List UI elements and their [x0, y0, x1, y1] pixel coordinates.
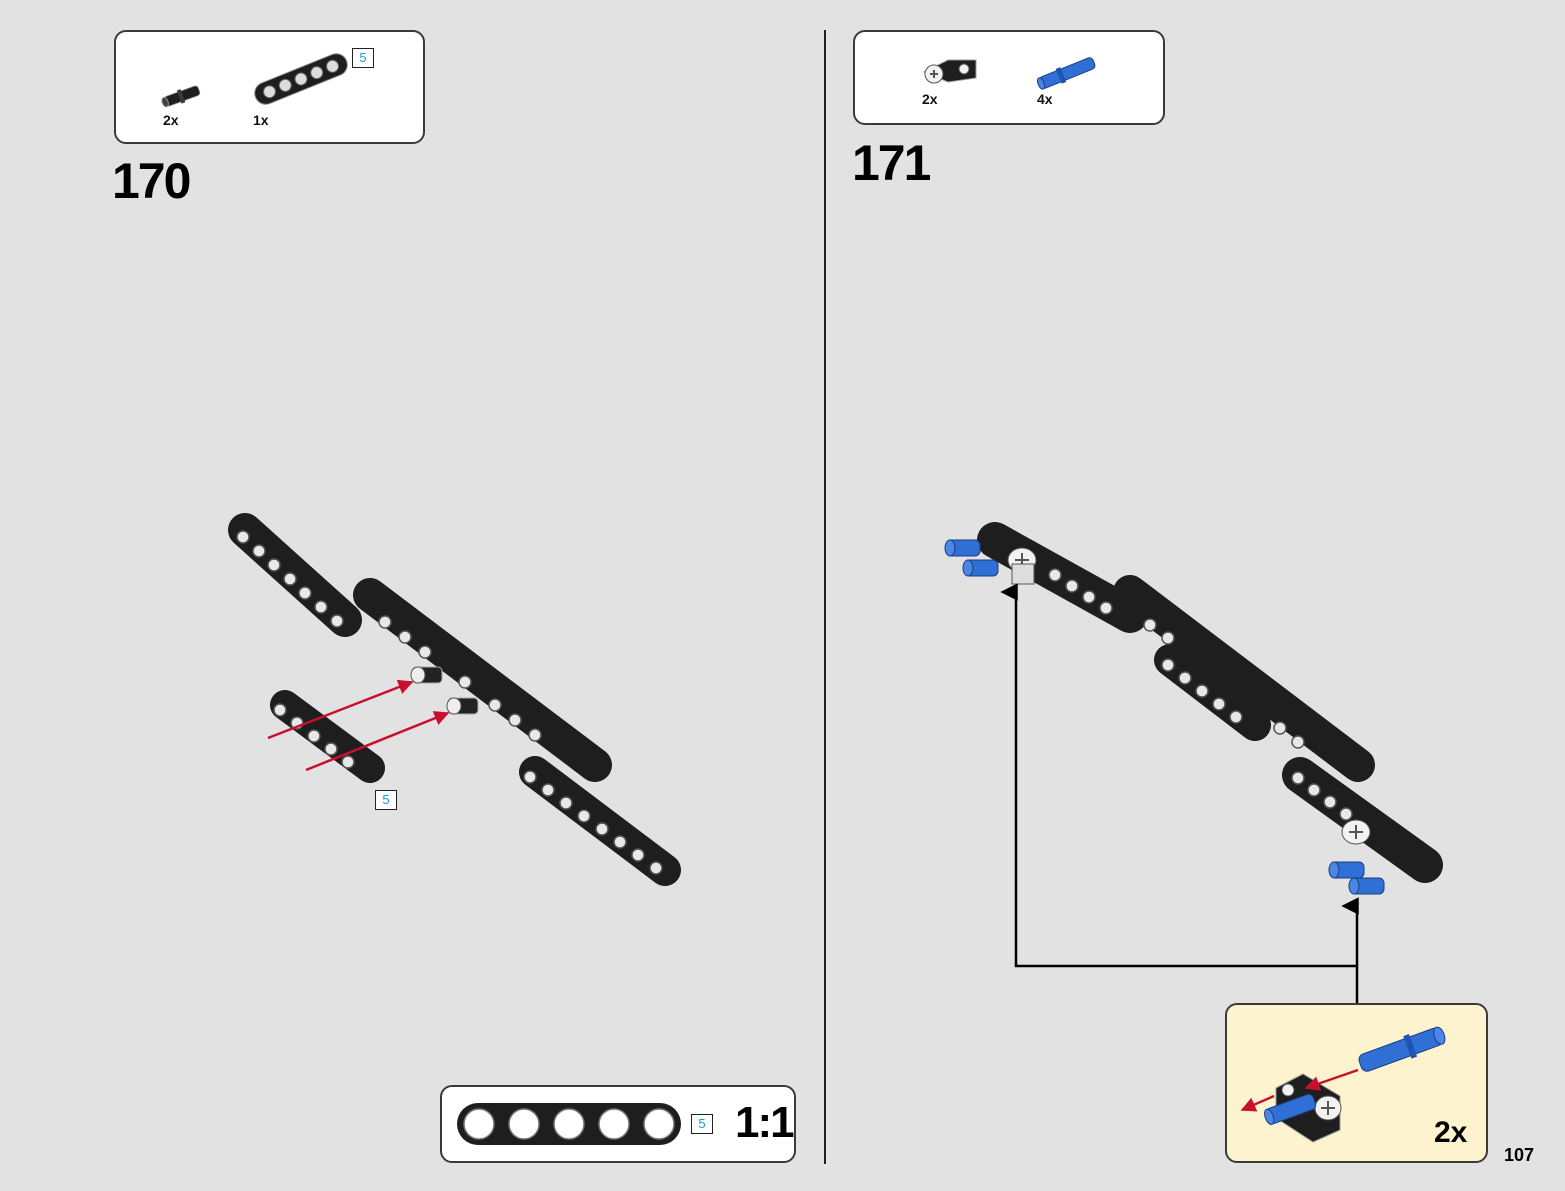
blue-axle-pin-icon: [1036, 57, 1096, 90]
long-beam-lower: [519, 756, 681, 886]
assembly-arrow: [267, 679, 414, 740]
lower-beam-assembly: [1282, 757, 1443, 895]
assembly-arrow: [1240, 1094, 1275, 1112]
blue-axle-pin: [944, 539, 981, 557]
subassembly-multiplier: 2x: [1434, 1116, 1468, 1149]
black-cross-block-icon: [922, 59, 977, 84]
page-number: 107: [1504, 1145, 1535, 1165]
length-indicator: 5: [352, 48, 374, 68]
length-indicator: 5: [691, 1114, 713, 1134]
part-qty: 4x: [1037, 91, 1053, 107]
assembly-arrow: [1304, 1068, 1359, 1091]
step-number: 170: [112, 153, 191, 209]
scale-beam-icon: [457, 1103, 681, 1145]
black-5-beam-icon: [254, 53, 348, 105]
part-qty: 1x: [253, 112, 269, 128]
friction-pin: [446, 697, 479, 715]
step-number: 171: [852, 135, 931, 191]
friction-pin: [410, 666, 443, 684]
length-indicator: 5: [375, 790, 397, 810]
blue-axle-pin: [962, 559, 999, 577]
part-qty: 2x: [163, 112, 179, 128]
long-beam-right: [1113, 575, 1375, 782]
assembly-arrow: [305, 711, 450, 772]
blue-axle-pin: [1264, 1093, 1317, 1125]
subassembly-illustration: [1240, 1026, 1446, 1143]
parts-list-panel-171: [853, 30, 1165, 125]
long-beam-upper: [228, 513, 362, 637]
new-5-beam: [270, 690, 385, 783]
blue-axle-pin: [1328, 861, 1365, 879]
upper-beam-assembly: [944, 522, 1148, 633]
long-beam-middle: [353, 578, 612, 782]
subassembly-pointer-line: [1000, 583, 1359, 1003]
part-qty: 2x: [922, 91, 938, 107]
blue-axle-pin: [1348, 877, 1385, 895]
subassembly-callout: [1225, 1003, 1488, 1163]
scale-ratio: 1:1: [735, 1098, 795, 1147]
step-170-model: [228, 513, 681, 886]
black-friction-pin-icon: [161, 85, 201, 108]
page-divider: [824, 30, 826, 1164]
blue-axle-pin: [1358, 1026, 1446, 1072]
